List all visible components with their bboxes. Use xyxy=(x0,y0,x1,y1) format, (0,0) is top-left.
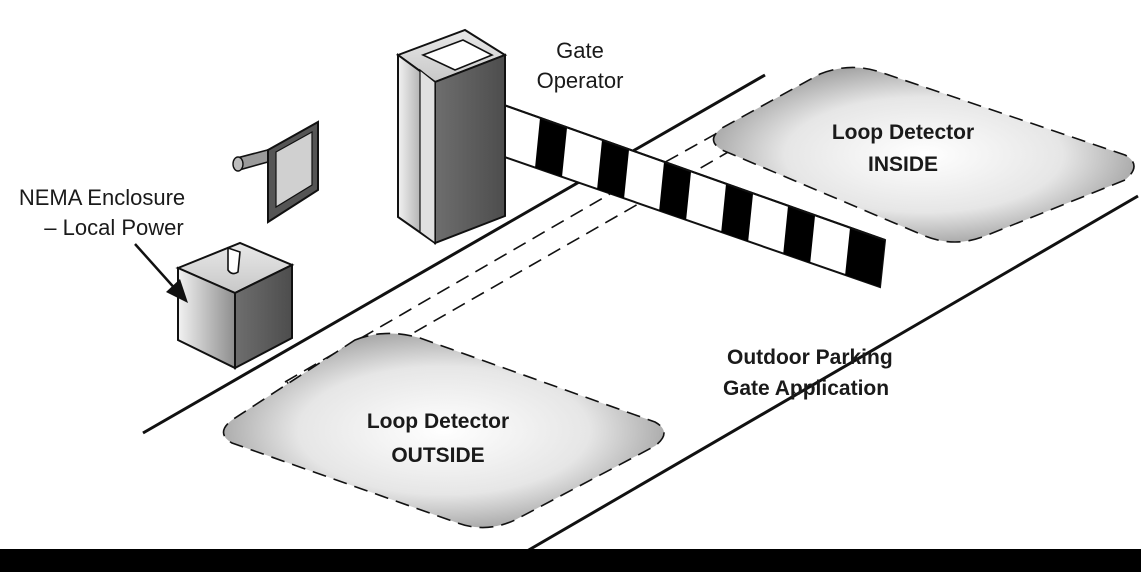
arrow-head xyxy=(166,279,188,303)
application-label-line1: Outdoor Parking xyxy=(727,346,893,369)
enclosure-side xyxy=(234,263,293,370)
gate-operator-label-line2: Operator xyxy=(537,68,624,93)
gate-operator-label-line1: Gate xyxy=(556,38,604,63)
road-edges xyxy=(142,73,1139,560)
road-right-edge xyxy=(514,194,1139,560)
sensor-plate-face xyxy=(275,130,313,209)
nema-enclosure-label-line2: – Local Power xyxy=(44,215,183,240)
loop-outside-shape xyxy=(222,332,665,529)
arrow-line xyxy=(134,243,179,293)
loop-detector-outside: Loop Detector OUTSIDE xyxy=(222,332,665,529)
application-label-line2: Gate Application xyxy=(723,377,889,400)
road-left-edge xyxy=(142,73,766,435)
loop-outside-label-line1: Loop Detector xyxy=(367,410,509,433)
loop-inside-label-line2: INSIDE xyxy=(868,153,938,176)
bottom-rule xyxy=(0,549,1141,572)
enclosure-slot xyxy=(227,246,241,275)
photo-eye-sensor xyxy=(232,120,319,224)
cabinet-slot xyxy=(420,39,494,71)
gate-arm-top-edge xyxy=(469,92,886,241)
nema-enclosure-label-line1: NEMA Enclosure xyxy=(19,185,185,210)
nema-enclosure-box xyxy=(175,241,295,370)
loop-outside-label-line2: OUTSIDE xyxy=(391,444,484,467)
loop-inside-shape xyxy=(712,66,1135,243)
loop-detector-inside: Loop Detector INSIDE xyxy=(712,66,1135,243)
enclosure-arrow xyxy=(134,243,188,303)
cabinet-side xyxy=(434,53,506,245)
gate-operator-cabinet xyxy=(395,28,508,245)
loop-inside-label-line1: Loop Detector xyxy=(832,121,974,144)
cabinet-face xyxy=(419,68,436,245)
sensor-post-cap xyxy=(232,156,244,172)
